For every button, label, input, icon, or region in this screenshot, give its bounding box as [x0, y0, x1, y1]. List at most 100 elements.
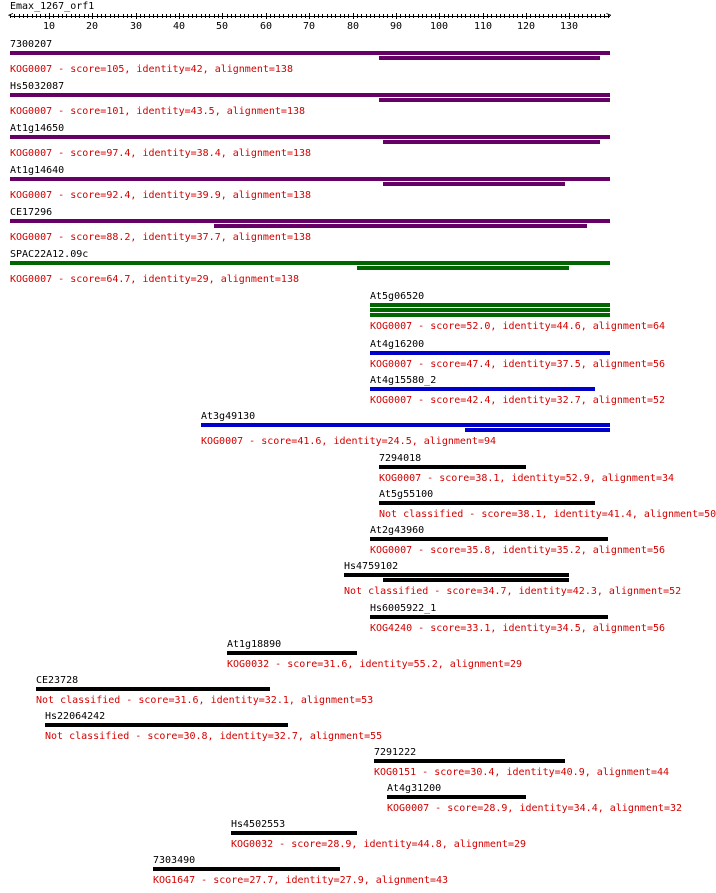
hit-alignment-bar[interactable] — [10, 93, 610, 97]
ruler-minor-tick — [296, 14, 297, 18]
ruler-minor-tick — [261, 14, 262, 18]
ruler-minor-tick — [144, 14, 145, 18]
hit-segment-bar[interactable] — [383, 182, 565, 186]
ruler-minor-tick — [500, 14, 501, 18]
ruler-minor-tick — [327, 14, 328, 18]
ruler-minor-tick — [452, 14, 453, 18]
hit-alignment-bar[interactable] — [45, 723, 288, 727]
ruler-minor-tick — [348, 14, 349, 18]
hit-name[interactable]: At2g43960 — [370, 525, 425, 536]
hit-alignment-bar[interactable] — [370, 303, 610, 307]
hit-name[interactable]: 7300207 — [10, 39, 53, 50]
ruler-minor-tick — [110, 14, 111, 18]
hit-alignment-bar[interactable] — [36, 687, 270, 691]
ruler-minor-tick — [235, 14, 236, 18]
hit-segment-bar[interactable] — [370, 313, 610, 317]
query-ruler-line — [10, 16, 610, 17]
hit-name[interactable]: 7303490 — [153, 855, 196, 866]
hit-name[interactable]: Hs4759102 — [344, 561, 399, 572]
hit-segment-bar[interactable] — [379, 56, 600, 60]
ruler-minor-tick — [522, 14, 523, 18]
ruler-minor-tick — [227, 14, 228, 18]
ruler-minor-tick — [331, 14, 332, 18]
ruler-minor-tick — [75, 14, 76, 18]
hit-alignment-bar[interactable] — [10, 135, 610, 139]
hit-name[interactable]: At1g14650 — [10, 123, 65, 134]
ruler-tick-label: 90 — [390, 21, 403, 32]
hit-name[interactable]: Hs4502553 — [231, 819, 286, 830]
ruler-minor-tick — [361, 14, 362, 18]
hit-segment-bar[interactable] — [370, 308, 610, 312]
hit-name[interactable]: 7291222 — [374, 747, 417, 758]
hit-name[interactable]: At4g16200 — [370, 339, 425, 350]
ruler-minor-tick — [149, 14, 150, 18]
hit-name[interactable]: Hs6005922_1 — [370, 603, 437, 614]
ruler-major-tick — [266, 13, 267, 19]
ruler-minor-tick — [595, 14, 596, 18]
hit-name[interactable]: Hs22064242 — [45, 711, 106, 722]
ruler-minor-tick — [305, 14, 306, 18]
ruler-minor-tick — [413, 14, 414, 18]
hit-alignment-bar[interactable] — [370, 615, 608, 619]
ruler-minor-tick — [340, 14, 341, 18]
hit-segment-bar[interactable] — [465, 428, 610, 432]
hit-alignment-bar[interactable] — [10, 261, 610, 265]
hit-segment-bar[interactable] — [383, 140, 600, 144]
hit-alignment-bar[interactable] — [370, 387, 595, 391]
hit-alignment-bar[interactable] — [153, 867, 340, 871]
ruler-major-tick — [396, 13, 397, 19]
hit-segment-bar[interactable] — [357, 266, 569, 270]
hit-name[interactable]: At1g18890 — [227, 639, 282, 650]
ruler-minor-tick — [209, 14, 210, 18]
hit-alignment-bar[interactable] — [10, 177, 610, 181]
hit-name[interactable]: At5g55100 — [379, 489, 434, 500]
hit-alignment-bar[interactable] — [344, 573, 569, 577]
ruler-minor-tick — [418, 14, 419, 18]
hit-alignment-bar[interactable] — [370, 537, 608, 541]
ruler-tick-label: 10 — [43, 21, 56, 32]
hit-alignment-bar[interactable] — [227, 651, 357, 655]
ruler-minor-tick — [556, 14, 557, 18]
hit-description: KOG0007 - score=64.7, identity=29, align… — [10, 274, 299, 285]
ruler-minor-tick — [253, 14, 254, 18]
ruler-major-tick — [439, 13, 440, 19]
hit-description: KOG0007 - score=52.0, identity=44.6, ali… — [370, 321, 666, 332]
hit-alignment-bar[interactable] — [387, 795, 526, 799]
hit-name[interactable]: At4g31200 — [387, 783, 442, 794]
ruler-minor-tick — [166, 14, 167, 18]
hit-segment-bar[interactable] — [214, 224, 587, 228]
hit-name[interactable]: At4g15580_2 — [370, 375, 437, 386]
hit-alignment-bar[interactable] — [379, 501, 595, 505]
ruler-minor-tick — [214, 14, 215, 18]
hit-alignment-bar[interactable] — [374, 759, 565, 763]
ruler-tick-label: 30 — [130, 21, 143, 32]
hit-alignment-bar[interactable] — [10, 219, 610, 223]
ruler-major-tick — [353, 13, 354, 19]
hit-segment-bar[interactable] — [379, 98, 610, 102]
ruler-minor-tick — [283, 14, 284, 18]
hit-name[interactable]: At3g49130 — [201, 411, 256, 422]
ruler-minor-tick — [465, 14, 466, 18]
hit-description: KOG0007 - score=88.2, identity=37.7, ali… — [10, 232, 312, 243]
hit-name[interactable]: CE23728 — [36, 675, 79, 686]
ruler-minor-tick — [58, 14, 59, 18]
hit-alignment-bar[interactable] — [201, 423, 610, 427]
ruler-minor-tick — [444, 14, 445, 18]
ruler-minor-tick — [374, 14, 375, 18]
hit-alignment-bar[interactable] — [10, 51, 610, 55]
hit-name[interactable]: CE17296 — [10, 207, 53, 218]
hit-alignment-bar[interactable] — [370, 351, 610, 355]
ruler-minor-tick — [509, 14, 510, 18]
hit-name[interactable]: Hs5032087 — [10, 81, 65, 92]
hit-alignment-bar[interactable] — [231, 831, 357, 835]
hit-segment-bar[interactable] — [383, 578, 569, 582]
ruler-minor-tick — [383, 14, 384, 18]
hit-name[interactable]: At5g06520 — [370, 291, 425, 302]
alignment-viewer: Emax_1267_orf1 < > 102030405060708090100… — [8, 1, 716, 886]
hit-name[interactable]: SPAC22A12.09c — [10, 249, 89, 260]
ruler-minor-tick — [192, 14, 193, 18]
hit-name[interactable]: At1g14640 — [10, 165, 65, 176]
ruler-major-tick — [569, 13, 570, 19]
hit-alignment-bar[interactable] — [379, 465, 526, 469]
hit-name[interactable]: 7294018 — [379, 453, 422, 464]
